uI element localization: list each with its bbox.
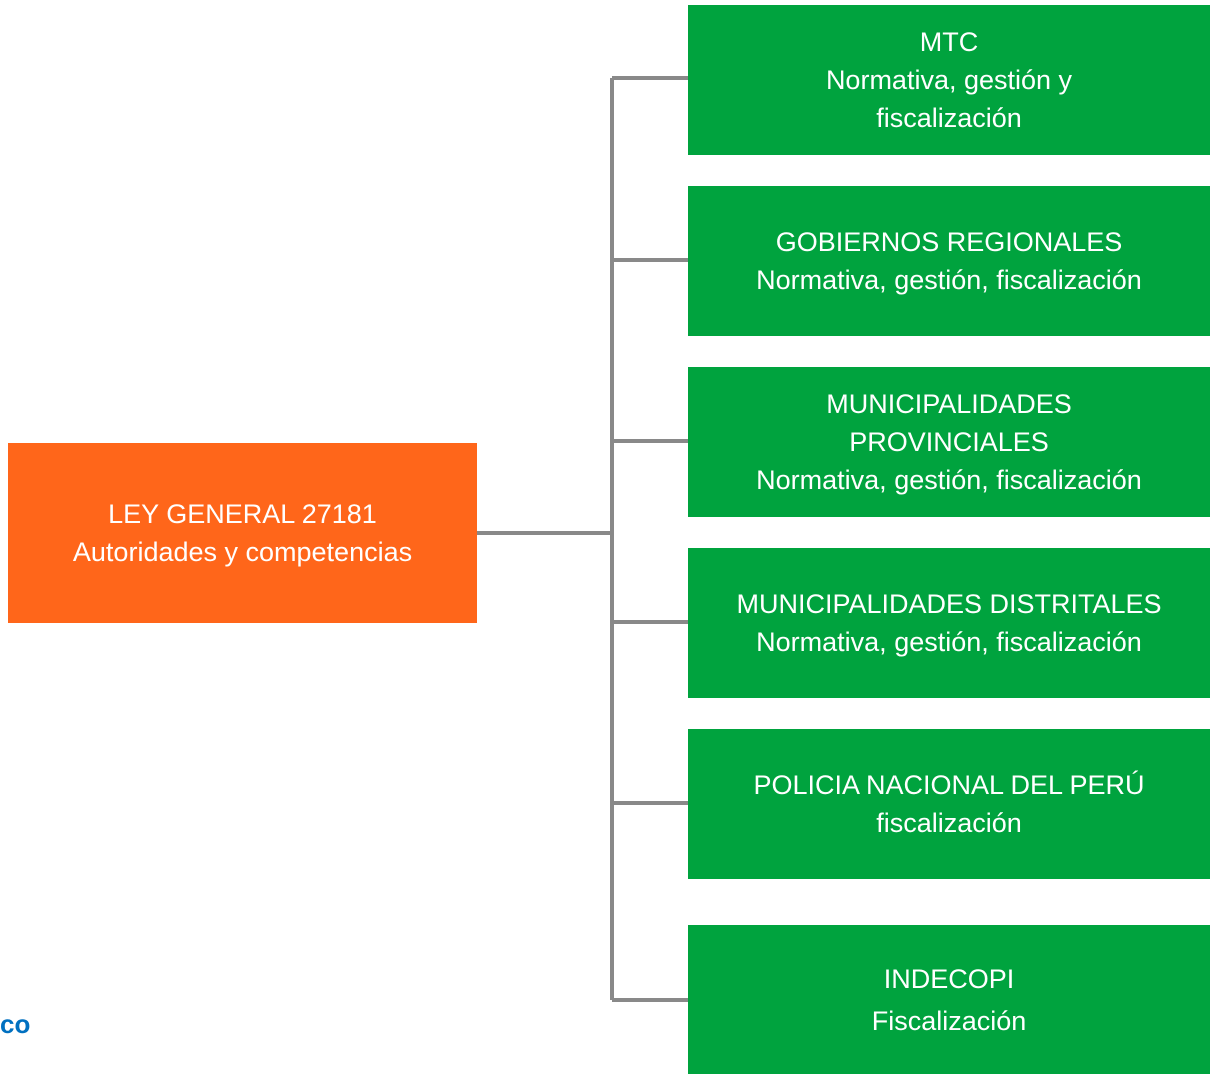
child-node-municipalidades-provinciales: MUNICIPALIDADES PROVINCIALES Normativa, … [688,367,1210,517]
child-node-label: INDECOPI Fiscalización [871,963,1027,1036]
child-node-label: MUNICIPALIDADES DISTRITALES Normativa, g… [736,589,1162,657]
child-node-label: GOBIERNOS REGIONALES Normativa, gestión,… [756,227,1142,295]
child-node-indecopi: INDECOPI Fiscalización [688,925,1210,1074]
child-node-label: POLICIA NACIONAL DEL PERÚ fiscalización [753,770,1145,838]
child-node-gobiernos-regionales: GOBIERNOS REGIONALES Normativa, gestión,… [688,186,1210,336]
child-node-label: MTC Normativa, gestión y fiscalización [825,27,1073,133]
child-node-label: MUNICIPALIDADES PROVINCIALES Normativa, … [756,389,1142,495]
root-node-ley-general: LEY GENERAL 27181 Autoridades y competen… [8,443,477,623]
root-node-label: LEY GENERAL 27181 Autoridades y competen… [72,499,413,567]
child-node-policia-nacional: POLICIA NACIONAL DEL PERÚ fiscalización [688,729,1210,879]
child-node-municipalidades-distritales: MUNICIPALIDADES DISTRITALES Normativa, g… [688,548,1210,698]
child-node-mtc: MTC Normativa, gestión y fiscalización [688,5,1210,155]
logo-fragment: co [0,1009,31,1039]
